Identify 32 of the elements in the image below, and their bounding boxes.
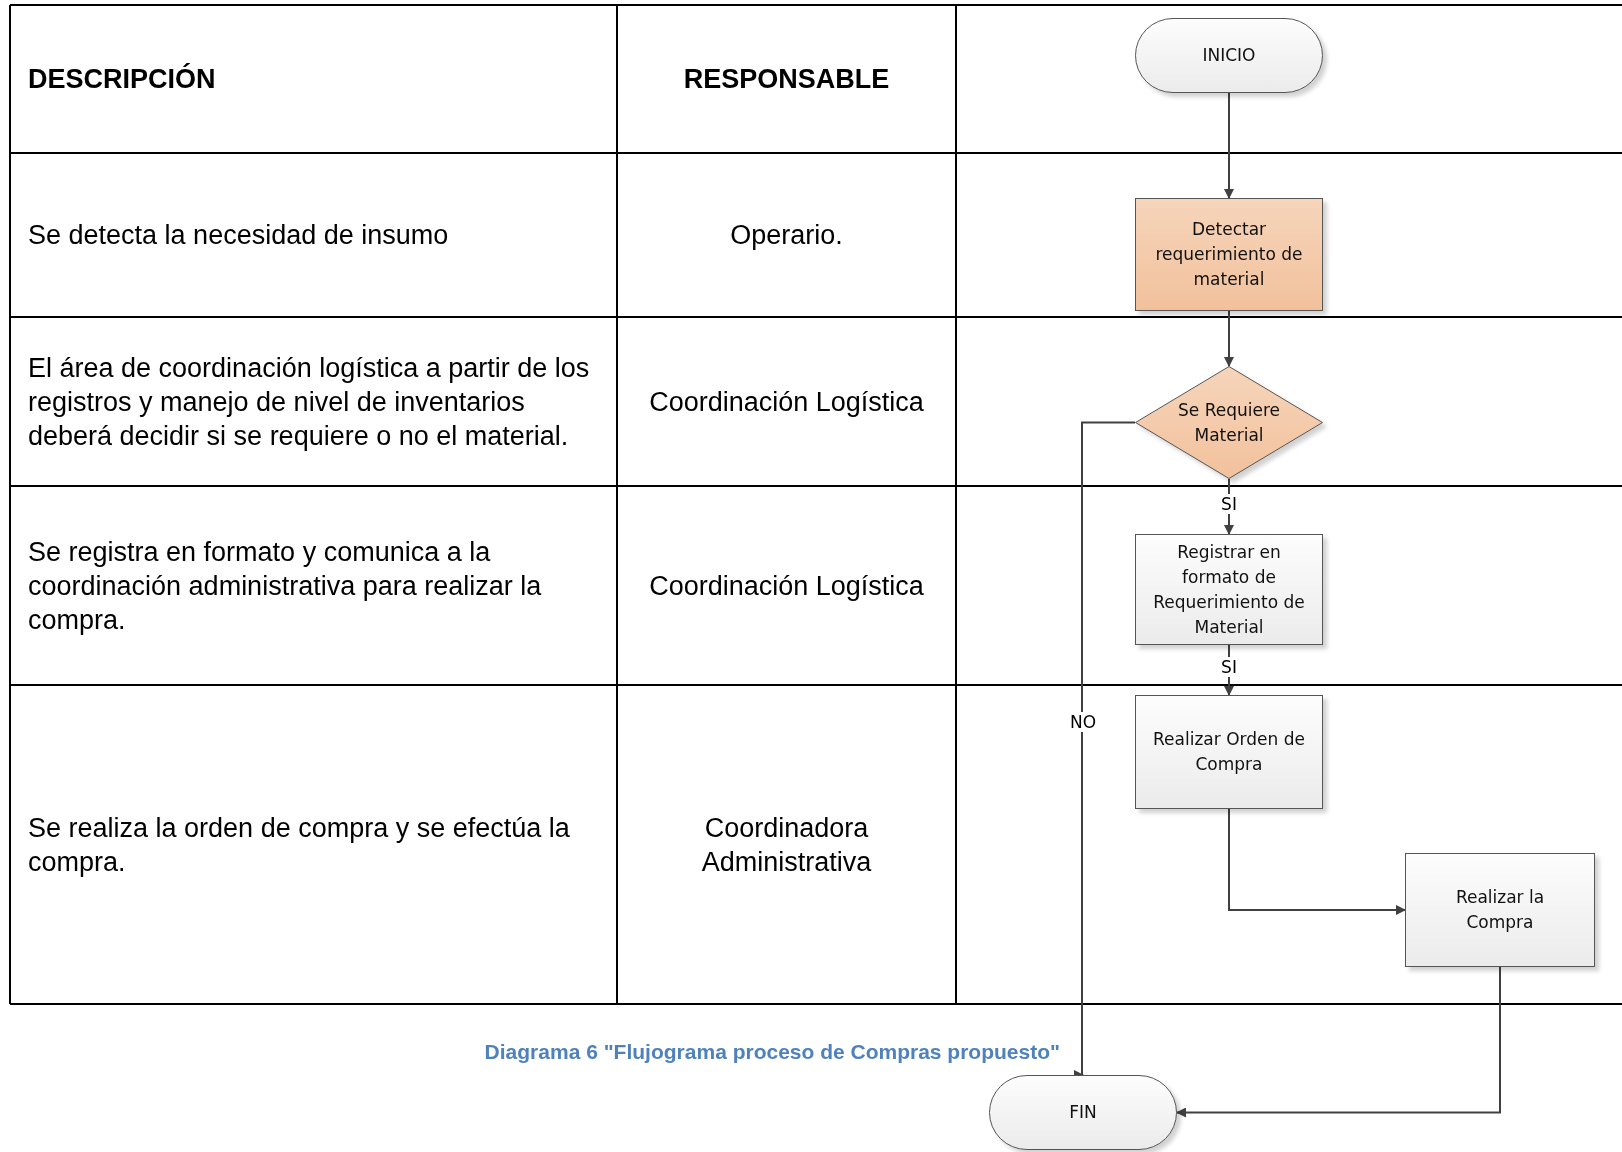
arrow (1176, 966, 1501, 1118)
caption: Diagrama 6 "Flujograma proceso de Compras propuesto" (484, 1040, 1060, 1063)
end-terminator (989, 1075, 1177, 1150)
responsible-text: Operario. (730, 219, 843, 252)
description-text: Se detecta la necesidad de insumo (28, 219, 449, 252)
arrow (1224, 92, 1234, 199)
responsible-text: Coordinadora Administrativa (700, 811, 873, 879)
node-label: Detectar requerimiento de material (1154, 218, 1304, 291)
responsible-text: Coordinación Logística (649, 385, 924, 419)
edge-label: NO (1068, 712, 1098, 732)
process-box (1135, 695, 1323, 809)
node-label: Realizar la Compra (1454, 886, 1546, 934)
start-terminator (1135, 18, 1323, 93)
node-label: FIN (1069, 1101, 1097, 1124)
description-text: Se realiza la orden de compra y se efectúa la compra. (28, 811, 571, 879)
process-box (1405, 853, 1595, 967)
description-text: Se registra en formato y comunica a la coordinación administrativa para realizar la compra. (28, 535, 543, 637)
node-label: Registrar en formato de Requerimiento de Material (1152, 540, 1306, 639)
node-label: Se Requiere Material (1177, 398, 1281, 447)
node-label: Realizar Orden de Compra (1152, 728, 1306, 776)
column-header: RESPONSABLE (683, 63, 890, 96)
column-header: DESCRIPCIÓN (28, 62, 216, 96)
process-box (1135, 534, 1323, 645)
description-text: El área de coordinación logística a partir de los registros y manejo de nivel de inventarios deberá decidir si se requiere o no el material. (28, 351, 591, 453)
arrow (1224, 310, 1234, 367)
edge-label: SI (1220, 657, 1238, 677)
responsible-text: Coordinación Logística (649, 569, 924, 603)
node-label: INICIO (1202, 44, 1256, 67)
decision-diamond (1135, 366, 1323, 479)
arrow (1228, 808, 1406, 915)
process-box (1135, 198, 1323, 311)
edge-label: SI (1220, 493, 1238, 514)
